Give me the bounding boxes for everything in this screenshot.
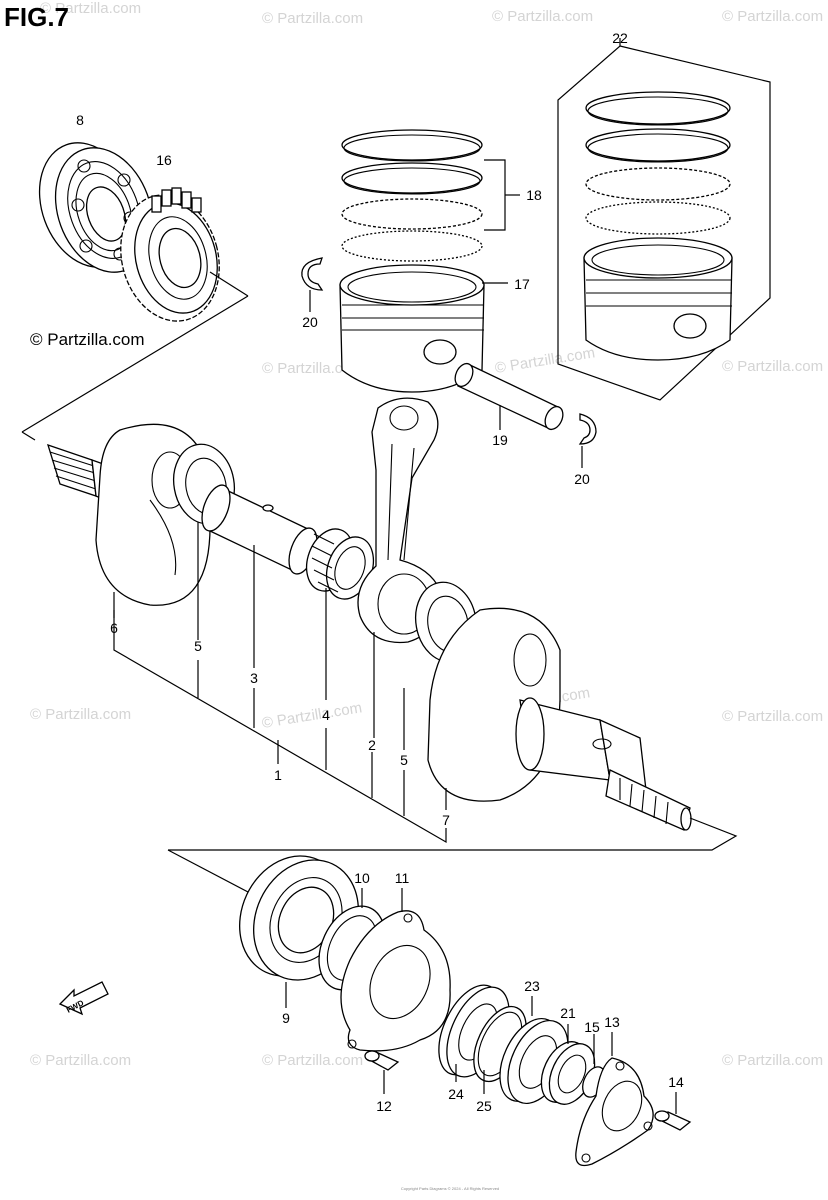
copyright-text: Copyright Parts Diagrams © 2024 - All Ri…	[400, 1186, 500, 1191]
crank-web-7	[427, 607, 692, 831]
callout-25[interactable]: 25	[476, 1098, 492, 1114]
gear-16	[120, 187, 220, 322]
brand-label: © Partzilla.com	[30, 330, 145, 349]
circlip-20	[301, 257, 324, 312]
watermark: © Partzilla.com	[262, 10, 364, 27]
watermark: © Partzilla.com	[722, 8, 824, 25]
callout-22[interactable]: 22	[612, 30, 628, 46]
retainer-plate-11	[340, 888, 451, 1052]
piston-17	[339, 129, 485, 393]
callout-12[interactable]: 12	[376, 1098, 392, 1114]
callout-5[interactable]: 5	[400, 752, 408, 768]
callout-4[interactable]: 4	[322, 707, 330, 723]
connecting-rod-2	[357, 397, 441, 738]
watermark: © Partzilla.com	[722, 358, 824, 375]
watermark: © Partzilla.com	[30, 706, 132, 723]
watermark: © Partzilla.com	[262, 1052, 364, 1069]
callout-18[interactable]: 18	[526, 187, 542, 203]
watermark: © Partzilla.com	[262, 360, 364, 377]
callout-24[interactable]: 24	[448, 1086, 464, 1102]
cover-plate-13	[575, 1032, 654, 1167]
callout-2[interactable]: 2	[368, 737, 376, 753]
piston-set-22	[557, 38, 771, 401]
watermark: © Partzilla.com	[492, 8, 594, 25]
callout-15[interactable]: 15	[584, 1019, 600, 1035]
callout-20[interactable]: 20	[574, 471, 590, 487]
watermark: © Partzilla.com	[722, 1052, 824, 1069]
callout-21[interactable]: 21	[560, 1005, 576, 1021]
callout-20[interactable]: 20	[302, 314, 318, 330]
piston-pin-19	[454, 362, 564, 431]
callout-11[interactable]: 11	[394, 870, 410, 886]
callout-5[interactable]: 5	[194, 638, 202, 654]
circlip-20	[578, 413, 597, 468]
callout-10[interactable]: 10	[354, 870, 370, 886]
callout-16[interactable]: 16	[156, 152, 172, 168]
watermark: © Partzilla.com	[722, 708, 824, 725]
callout-19[interactable]: 19	[492, 432, 508, 448]
watermark: © Partzilla.com	[40, 0, 142, 17]
callout-3[interactable]: 3	[250, 670, 258, 686]
screw-14	[654, 1092, 692, 1131]
callout-6[interactable]: 6	[110, 620, 118, 636]
crank-pin-3	[201, 484, 318, 575]
callout-14[interactable]: 14	[668, 1074, 684, 1090]
callout-8[interactable]: 8	[76, 112, 84, 128]
callout-13[interactable]: 13	[604, 1014, 620, 1030]
callout-1[interactable]: 1	[274, 767, 282, 783]
callout-23[interactable]: 23	[524, 978, 540, 994]
watermark: © Partzilla.com	[30, 1052, 132, 1069]
callout-9[interactable]: 9	[282, 1010, 290, 1026]
screw-12	[364, 1050, 400, 1094]
fwd-arrow-icon	[58, 981, 109, 1016]
callout-7[interactable]: 7	[442, 812, 450, 828]
callout-17[interactable]: 17	[514, 276, 530, 292]
figure-title: FIG.7	[4, 2, 70, 32]
